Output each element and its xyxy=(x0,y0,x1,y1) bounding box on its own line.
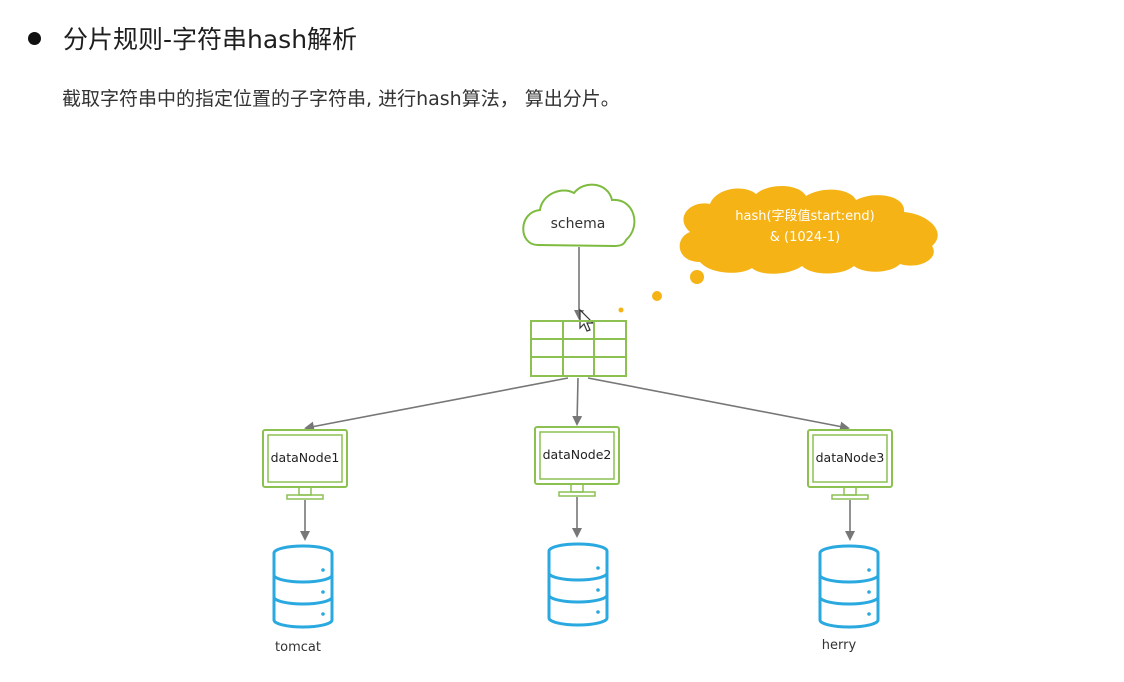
datanode1-label: dataNode1 xyxy=(271,450,340,465)
datanode2-monitor-icon: dataNode2 xyxy=(534,426,620,497)
arrow-table-to-node3 xyxy=(587,377,850,432)
datanode3-monitor-icon: dataNode3 xyxy=(807,429,893,500)
routing-table-icon xyxy=(530,320,627,377)
bullet-icon xyxy=(28,31,41,45)
datanode3-label: dataNode3 xyxy=(816,450,885,465)
thought-line-2: & (1024-1) xyxy=(770,230,840,245)
database3-label: herry xyxy=(822,638,857,653)
datanode1-monitor-icon: dataNode1 xyxy=(262,429,348,500)
thought-line-1: hash(字段值start:end) xyxy=(735,208,875,224)
subheading-text: 截取字符串中的指定位置的子字符串, 进行hash算法， 算出分片。 xyxy=(62,88,620,110)
thought-bubble: hash(字段值start:end) & (1024-1) xyxy=(618,185,938,313)
slide-heading: 分片规则-字符串hash解析 xyxy=(28,20,357,56)
database1-label: tomcat xyxy=(275,640,321,655)
database1-icon xyxy=(272,544,334,629)
arrow-table-to-node1 xyxy=(304,377,569,432)
datanode2-label: dataNode2 xyxy=(543,447,612,462)
schema-cloud-icon: schema xyxy=(522,183,636,248)
database2-icon xyxy=(547,542,609,627)
database3-icon xyxy=(818,544,880,629)
heading-text: 分片规则-字符串hash解析 xyxy=(63,25,358,54)
cloud-label: schema xyxy=(551,216,606,232)
arrow-table-to-node2 xyxy=(572,377,583,426)
